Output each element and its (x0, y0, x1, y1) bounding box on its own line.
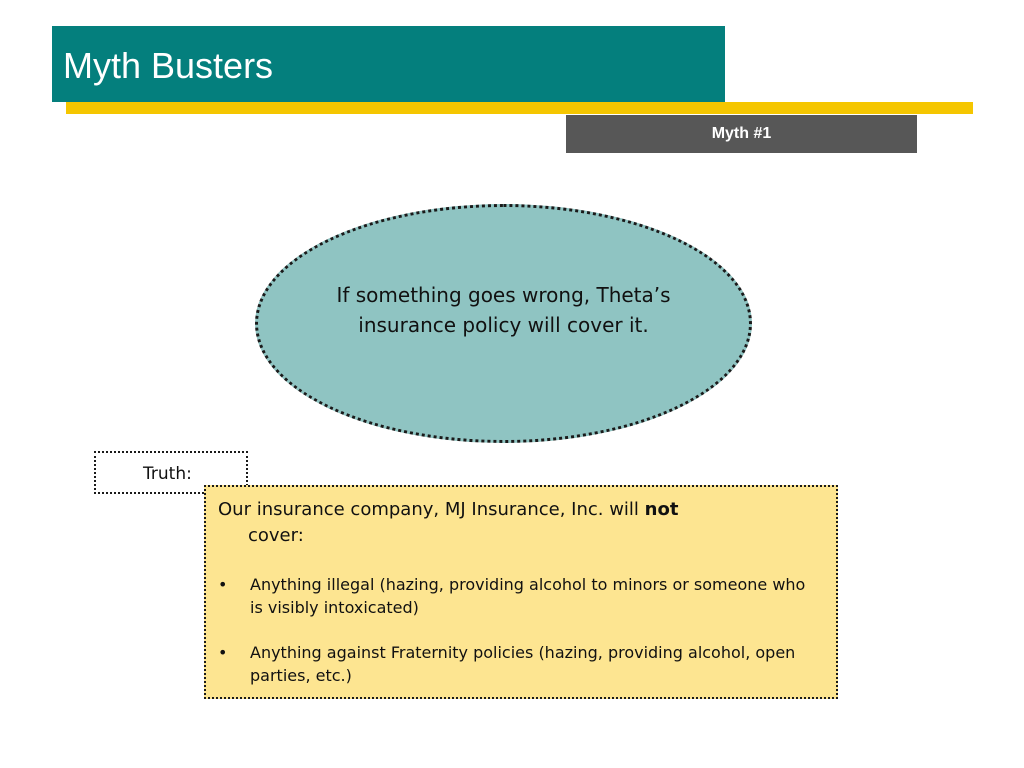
truth-bullet-text: Anything illegal (hazing, providing alco… (250, 575, 806, 617)
myth-number-tag: Myth #1 (566, 115, 917, 153)
accent-line (66, 102, 973, 114)
truth-intro-continuation: cover: (248, 525, 304, 546)
truth-bullet-list: • Anything illegal (hazing, providing al… (218, 573, 818, 709)
truth-intro: Our insurance company, MJ Insurance, Inc… (218, 497, 818, 549)
myth-ellipse (255, 204, 752, 443)
truth-intro-text: Our insurance company, MJ Insurance, Inc… (218, 499, 645, 520)
truth-label: Truth: (143, 464, 192, 484)
truth-bullet-item: • Anything against Fraternity policies (… (218, 641, 818, 687)
truth-bullet-item: • Anything illegal (hazing, providing al… (218, 573, 818, 619)
bullet-icon: • (218, 643, 228, 662)
bullet-icon: • (218, 575, 228, 594)
title-bar: Myth Busters (52, 26, 725, 102)
truth-intro-emphasis: not (644, 499, 679, 520)
truth-label-box: Truth: (94, 451, 248, 494)
truth-bullet-text: Anything against Fraternity policies (ha… (250, 643, 796, 685)
myth-statement: If something goes wrong, Theta’s insuran… (336, 283, 671, 337)
slide-title: Myth Busters (63, 45, 274, 86)
truth-box: Our insurance company, MJ Insurance, Inc… (204, 485, 838, 699)
